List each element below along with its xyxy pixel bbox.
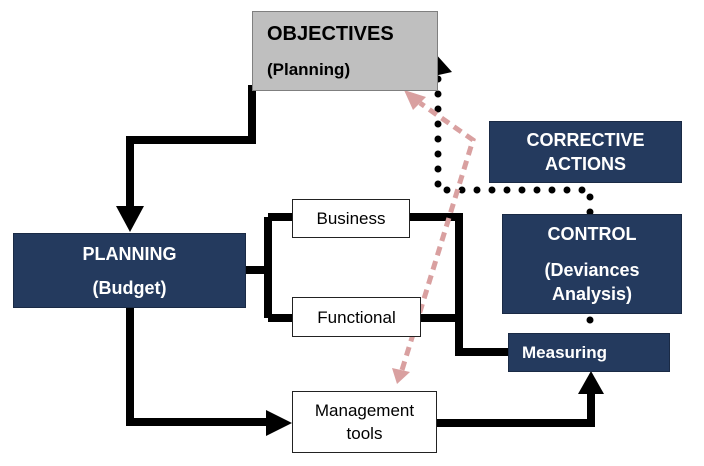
functional-label: Functional — [317, 307, 396, 327]
corrective-actions-line1: CORRECTIVE — [526, 130, 645, 150]
control-line2: Analysis) — [551, 284, 633, 304]
business-box: Business — [292, 199, 410, 238]
tools-to-measuring-connector — [437, 392, 595, 427]
business-label: Business — [316, 209, 386, 228]
planning-subtitle: (Budget) — [92, 277, 167, 298]
planning-arrowhead — [116, 206, 144, 232]
business-to-measuring-connector — [410, 213, 508, 356]
functional-box: Functional — [292, 297, 421, 337]
planning-title: PLANNING — [82, 243, 177, 264]
control-box: CONTROL (Deviances Analysis) — [502, 214, 682, 314]
corrective-actions-box: CORRECTIVE ACTIONS — [489, 121, 682, 183]
management-tools-line2: tools — [346, 424, 383, 443]
measuring-label: Measuring — [522, 343, 608, 362]
planning-bracket-connector — [246, 213, 292, 322]
objectives-box: OBJECTIVES (Planning) — [252, 11, 438, 91]
tools-arrowhead — [266, 410, 292, 436]
planning-to-tools-connector — [126, 308, 272, 426]
control-title: CONTROL — [547, 224, 637, 244]
measuring-arrowhead — [578, 371, 604, 394]
dashed-arrowhead-bottom — [392, 368, 410, 384]
objectives-to-planning-connector — [126, 85, 256, 208]
dashed-influence-line — [399, 100, 476, 371]
objectives-feedback-arrowhead — [434, 52, 452, 76]
dashed-arrowhead-top — [404, 90, 426, 110]
management-tools-box: Management tools — [292, 391, 437, 453]
management-tools-line1: Management — [314, 401, 415, 420]
objectives-title: OBJECTIVES — [267, 22, 394, 45]
measuring-box: Measuring — [508, 333, 670, 372]
objectives-subtitle: (Planning) — [267, 59, 351, 79]
planning-box: PLANNING (Budget) — [13, 233, 246, 308]
corrective-actions-line2: ACTIONS — [545, 154, 626, 174]
control-line1: (Deviances — [544, 260, 640, 280]
